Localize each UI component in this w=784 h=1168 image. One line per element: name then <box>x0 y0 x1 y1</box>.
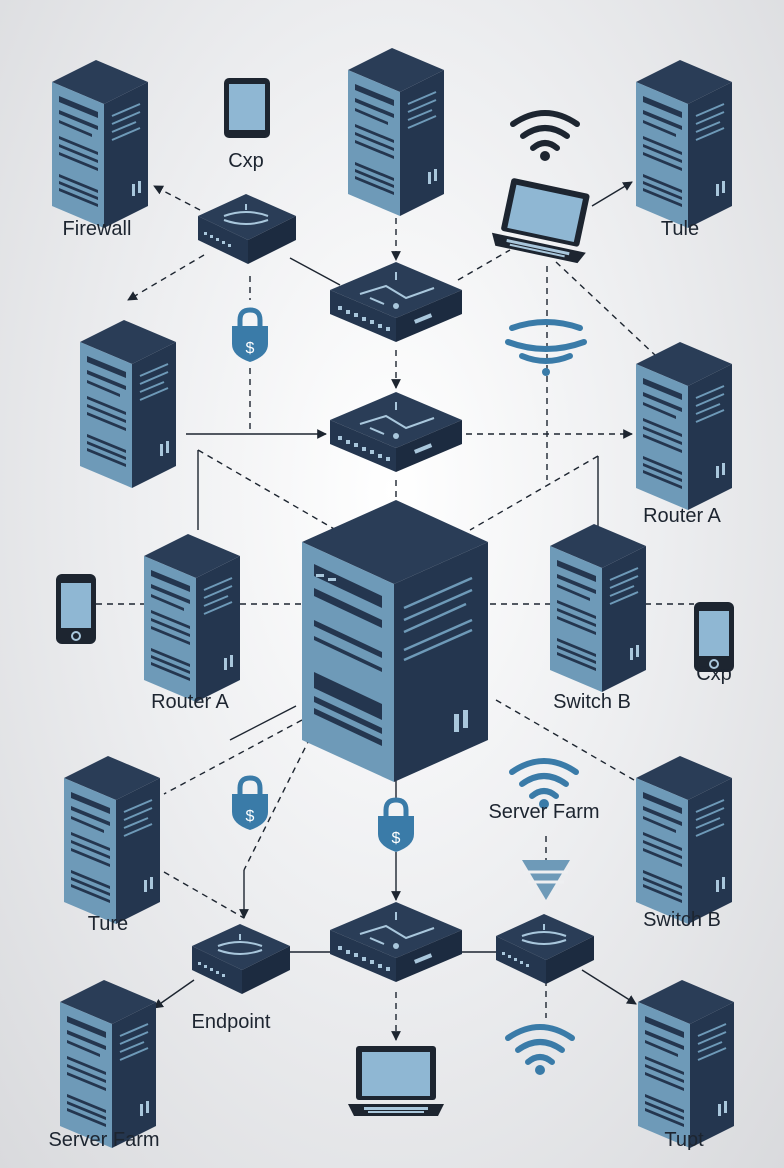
label-switch-b-bottom: Switch B <box>643 909 721 931</box>
label-server-farm-mid: Server Farm <box>488 801 599 823</box>
lock-icon: $ <box>378 800 414 852</box>
server-firewall[interactable] <box>51 59 149 229</box>
svg-text:$: $ <box>392 830 401 847</box>
router-endpoint[interactable] <box>191 923 291 995</box>
wifi-icon <box>513 113 577 161</box>
label-ture: Ture <box>88 913 128 935</box>
server-ture[interactable] <box>63 755 161 925</box>
wifi-icon <box>508 1027 572 1075</box>
svg-text:$: $ <box>246 808 255 825</box>
signal-icon <box>505 319 587 376</box>
server-tupt[interactable] <box>637 979 735 1149</box>
label-tupt: Tupt <box>664 1129 704 1151</box>
server-router-a-right[interactable] <box>635 341 733 511</box>
router-bottom-right[interactable] <box>495 913 595 985</box>
label-server-farm-bottom: Server Farm <box>48 1129 159 1151</box>
laptop-icon[interactable] <box>489 176 598 265</box>
label-cxp-right: Cxp <box>696 663 732 685</box>
router-top-left[interactable] <box>197 193 297 265</box>
server-switch-b-mid[interactable] <box>549 523 647 693</box>
phone-icon[interactable] <box>693 601 735 673</box>
tablet-icon[interactable] <box>224 78 270 138</box>
label-switch-b-mid: Switch B <box>553 691 631 713</box>
signal-icon <box>522 860 570 900</box>
laptop-icon[interactable] <box>348 1046 444 1116</box>
switch-middle[interactable] <box>329 391 463 473</box>
server-tule[interactable] <box>635 59 733 229</box>
label-endpoint: Endpoint <box>192 1011 271 1033</box>
lock-icon: $ <box>232 778 268 830</box>
server-switch-b-bottom[interactable] <box>635 755 733 925</box>
label-router-a-left: Router A <box>151 691 229 713</box>
lock-icon: $ <box>232 310 268 362</box>
svg-text:$: $ <box>246 340 255 357</box>
server-server-farm[interactable] <box>59 979 157 1149</box>
server-router-a-left[interactable] <box>143 533 241 703</box>
phone-icon[interactable] <box>55 573 97 645</box>
label-cxp-top: Cxp <box>228 150 264 172</box>
connection-lines <box>96 181 694 1041</box>
label-tule: Tule <box>661 218 699 240</box>
central-server[interactable] <box>302 500 488 782</box>
switch-top[interactable] <box>329 261 463 343</box>
server-top-center[interactable] <box>347 47 445 217</box>
label-firewall: Firewall <box>63 218 132 240</box>
server-left[interactable] <box>79 319 177 489</box>
label-router-a-right: Router A <box>643 505 721 527</box>
switch-bottom-center[interactable] <box>329 901 463 983</box>
